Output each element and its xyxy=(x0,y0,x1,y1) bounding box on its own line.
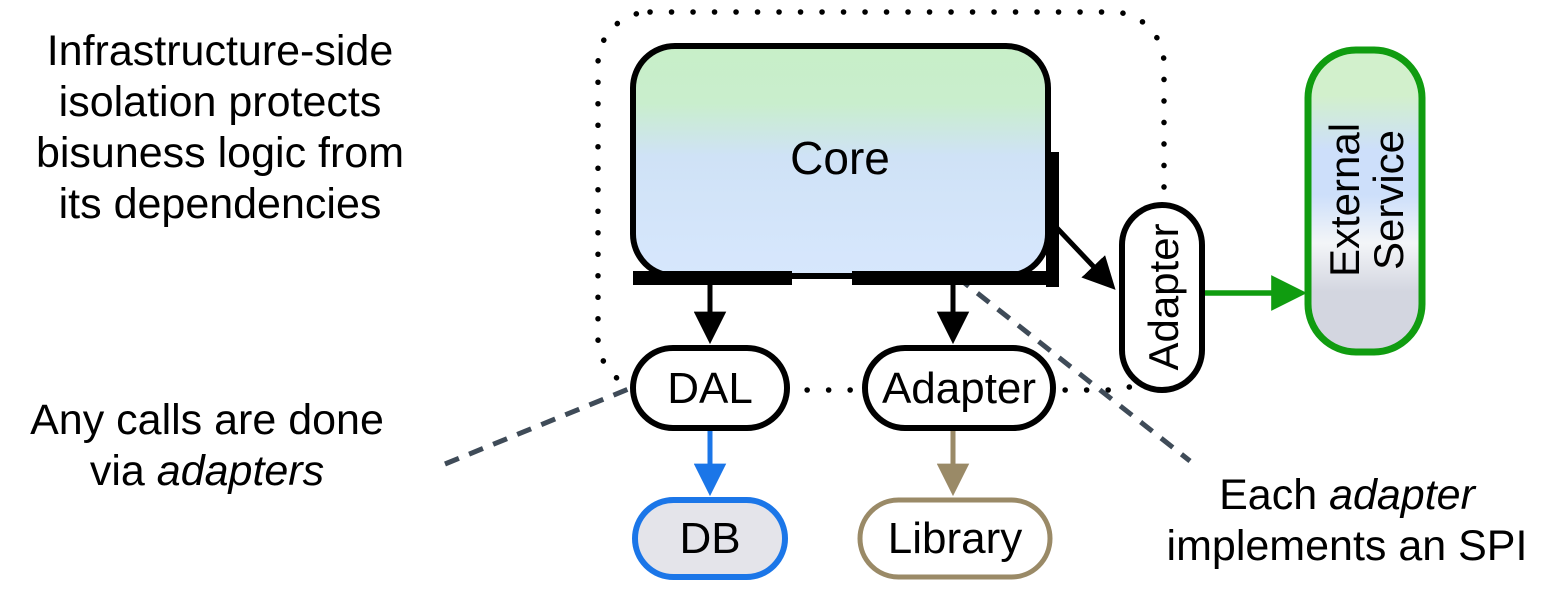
spi-note-line2: implements an SPI xyxy=(1166,522,1528,570)
isolation-note-line4: its dependencies xyxy=(58,180,382,228)
calls-note: Any calls are done via adapters xyxy=(0,395,414,497)
core-to-right-adapter-arrow xyxy=(1055,226,1116,290)
core-label: Core xyxy=(790,132,890,184)
isolation-note: Infrastructure-side isolation protects b… xyxy=(5,26,435,230)
calls-note-leader-line xyxy=(444,385,632,467)
isolation-note-line3: bisuness logic from xyxy=(35,129,405,177)
dal-node xyxy=(630,345,790,431)
adapter-bottom-node xyxy=(862,345,1056,431)
spi-port-bar-left xyxy=(633,271,792,285)
adapter-right-node xyxy=(1119,202,1205,393)
spi-note-leader-line xyxy=(955,275,1192,463)
spi-note: Each adapter implements an SPI xyxy=(1130,470,1564,572)
library-node xyxy=(857,497,1053,580)
library-label: Library xyxy=(888,514,1023,563)
calls-note-line2-prefix: via xyxy=(89,447,157,495)
adapter-bottom-label: Adapter xyxy=(882,364,1036,413)
external-service-label-line1: External xyxy=(1321,123,1368,277)
spi-note-line1: Each adapter xyxy=(1130,470,1564,521)
calls-note-line2: via adapters xyxy=(0,446,414,497)
spi-note-line1-italic: adapter xyxy=(1329,471,1475,519)
dal-label: DAL xyxy=(667,364,753,413)
calls-note-line2-italic: adapters xyxy=(156,447,325,495)
spi-port-bar-side xyxy=(1046,152,1059,287)
spi-note-line1-prefix: Each xyxy=(1219,471,1330,519)
external-service-node xyxy=(1304,46,1426,356)
spi-port-bar-right xyxy=(852,271,1048,285)
external-service-label-line2: Service xyxy=(1365,130,1412,270)
calls-note-line1: Any calls are done xyxy=(30,396,384,444)
db-node xyxy=(632,497,788,580)
adapter-right-label: Adapter xyxy=(1140,223,1187,370)
db-label: DB xyxy=(679,514,740,563)
isolation-note-line2: isolation protects xyxy=(58,78,382,126)
isolation-note-line1: Infrastructure-side xyxy=(46,27,394,75)
